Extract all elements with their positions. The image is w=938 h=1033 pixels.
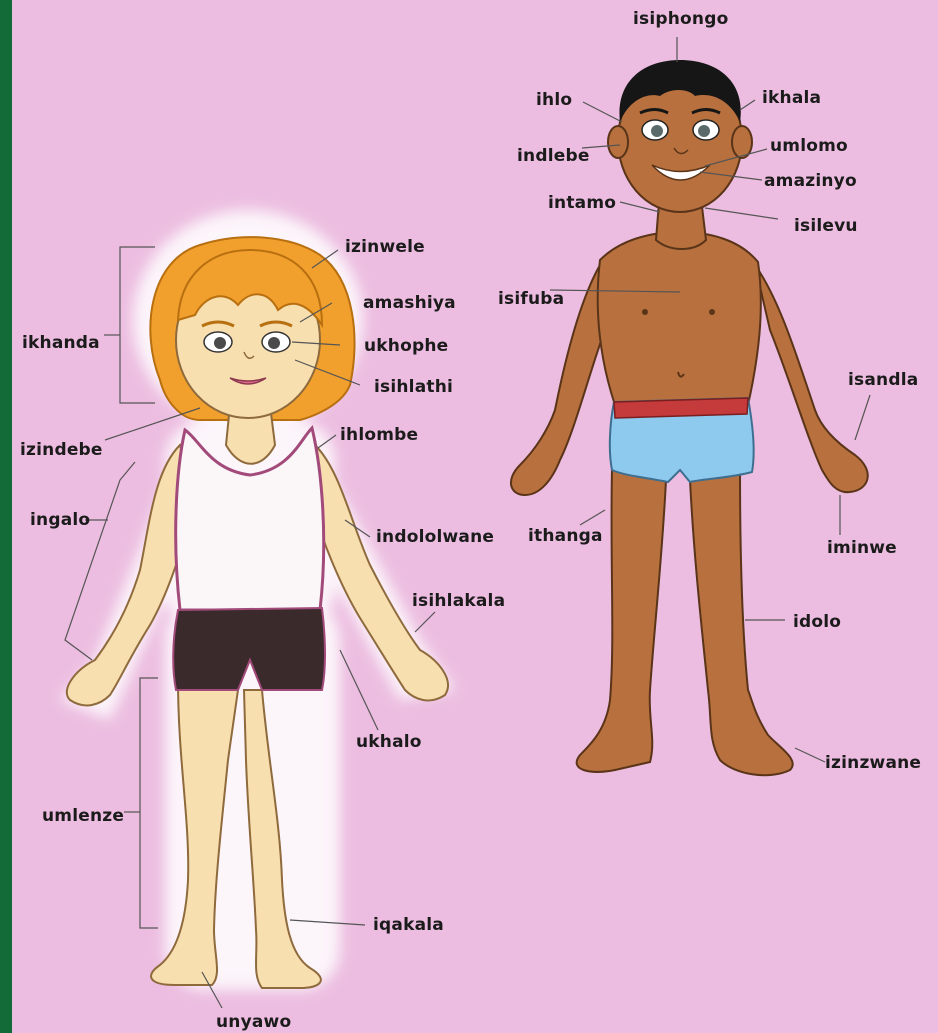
label-umlenze: umlenze: [42, 806, 124, 826]
label-isandla: isandla: [848, 370, 918, 390]
label-indololwane: indololwane: [376, 527, 494, 547]
label-umlomo: umlomo: [770, 136, 848, 156]
label-indlebe: indlebe: [517, 146, 590, 166]
label-ingalo: ingalo: [30, 510, 90, 530]
label-iqakala: iqakala: [373, 915, 444, 935]
label-ihlo: ihlo: [536, 90, 572, 110]
label-isihlakala: isihlakala: [412, 591, 505, 611]
label-ukhophe: ukhophe: [364, 336, 448, 356]
label-idolo: idolo: [793, 612, 841, 632]
label-isihlathi: isihlathi: [374, 377, 453, 397]
label-amashiya: amashiya: [363, 293, 456, 313]
label-izinwele: izinwele: [345, 237, 425, 257]
label-isilevu: isilevu: [794, 216, 858, 236]
label-ukhalo: ukhalo: [356, 732, 422, 752]
label-ikhanda: ikhanda: [22, 333, 100, 353]
label-ihlombe: ihlombe: [340, 425, 418, 445]
boy-figure: [511, 60, 868, 775]
label-isifuba: isifuba: [498, 289, 564, 309]
label-izinzwane: izinzwane: [825, 753, 921, 773]
girl-figure: [60, 210, 455, 990]
label-amazinyo: amazinyo: [764, 171, 857, 191]
label-iminwe: iminwe: [827, 538, 897, 558]
label-unyawo: unyawo: [216, 1012, 291, 1032]
label-isiphongo: isiphongo: [633, 9, 728, 29]
label-ikhala: ikhala: [762, 88, 821, 108]
label-ithanga: ithanga: [528, 526, 603, 546]
label-intamo: intamo: [548, 193, 616, 213]
label-izindebe: izindebe: [20, 440, 103, 460]
